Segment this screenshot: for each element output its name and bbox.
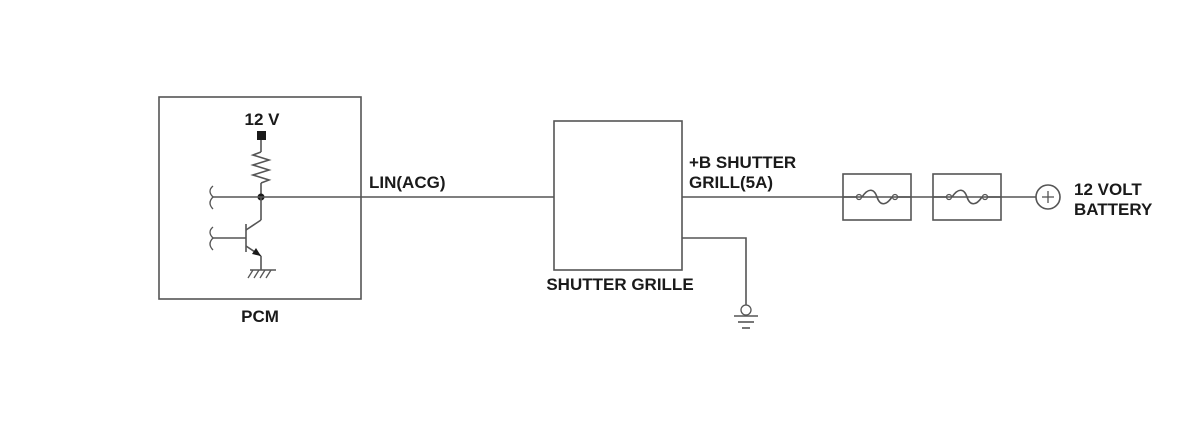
shutter-grille-box (553, 120, 683, 271)
supply-terminal (257, 131, 266, 140)
pcm-box (158, 96, 362, 300)
pcm-input-stub-upper (209, 185, 214, 210)
fuse-label-line1: +B SHUTTER (689, 153, 796, 172)
pcm-label: PCM (241, 307, 279, 326)
lin-label: LIN(ACG) (369, 173, 445, 192)
battery-label-line1: 12 VOLT (1074, 180, 1142, 199)
battery-label-line2: BATTERY (1074, 200, 1153, 219)
pcm-module: 12 V PCM (158, 96, 362, 326)
pcm-input-stub-lower (209, 226, 214, 251)
battery-positive-terminal-icon (1035, 184, 1061, 210)
ground-icon (734, 304, 758, 329)
shutter-grille-module: SHUTTER GRILLE (546, 120, 694, 294)
fuse-icon (932, 173, 1002, 221)
resistor-icon (250, 151, 272, 184)
ground-icon (247, 269, 276, 279)
fuse-icon (842, 173, 912, 221)
fuse-label-line2: GRILL(5A) (689, 173, 773, 192)
shutter-grille-label: SHUTTER GRILLE (546, 275, 693, 294)
shutter-ground-wire (682, 237, 747, 305)
npn-transistor-icon (209, 197, 262, 270)
supply-voltage-label: 12 V (245, 110, 281, 129)
